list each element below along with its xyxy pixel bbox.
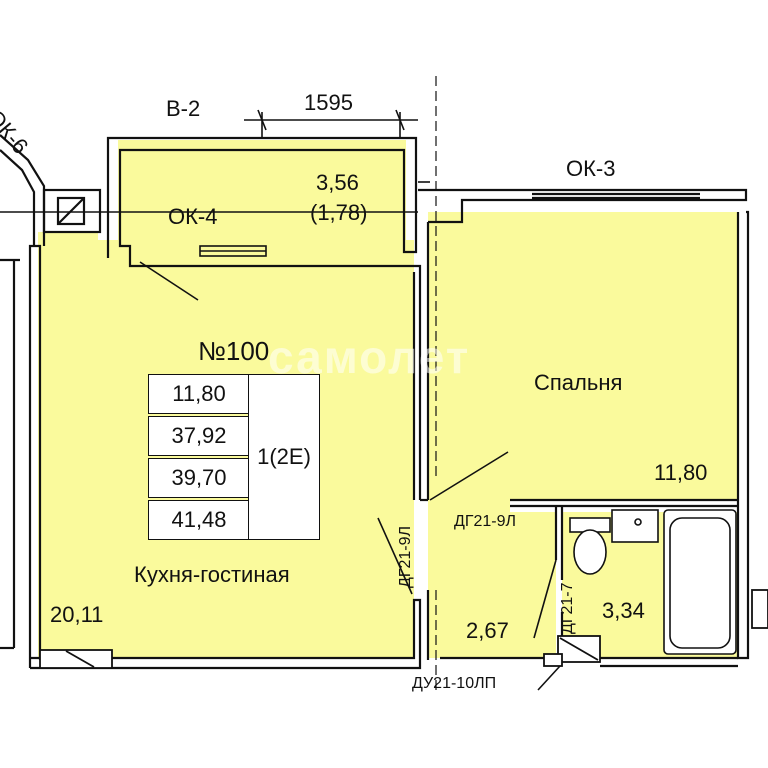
vent-cross xyxy=(57,197,85,225)
door-dg21-7-label: ДГ21-7 xyxy=(559,582,576,634)
rooms-code-cell: 1(2E) xyxy=(248,374,320,540)
doors xyxy=(377,451,561,691)
right-radiator xyxy=(751,589,768,629)
dimension-label: 1595 xyxy=(304,90,353,115)
kitchen-radiator-line xyxy=(65,650,95,668)
door-dg21-9l-label: ДГ21-9Л xyxy=(454,513,517,530)
dimension-line xyxy=(0,109,430,213)
area-cell: 11,80 xyxy=(148,374,250,414)
hallway-area: 2,67 xyxy=(466,618,509,643)
toilet-bowl xyxy=(573,529,607,575)
bedroom-fill xyxy=(428,212,738,658)
door-entry-swing xyxy=(537,665,561,691)
bathroom-area: 3,34 xyxy=(602,598,645,623)
balcony-door-swing xyxy=(139,261,199,301)
balcony-area-label: 3,56 xyxy=(316,170,359,195)
bathtub-inner xyxy=(669,517,731,649)
bedroom-top-wall xyxy=(418,188,748,224)
radiators xyxy=(39,589,768,669)
sink xyxy=(611,509,659,543)
left-strip-fill xyxy=(38,232,98,262)
kitchen-living-name: Кухня-гостиная xyxy=(134,562,290,587)
door-entry-label: ДУ21-10ЛП xyxy=(412,675,497,692)
sink-drain xyxy=(634,518,642,526)
apartment-number: №100 xyxy=(198,336,270,366)
door-hall-swing xyxy=(377,517,413,595)
door-dg21-9l-vertical-label: ДГ21-9Л xyxy=(397,525,414,588)
balcony-fill xyxy=(118,140,406,245)
right-wall xyxy=(736,210,750,660)
hall-radiator-line xyxy=(559,637,599,661)
kitchen-living-area: 20,11 xyxy=(50,602,104,627)
area-cell: 37,92 xyxy=(148,416,250,456)
door-bath-swing xyxy=(533,559,557,639)
window-ok4-label: ОК-4 xyxy=(168,204,218,229)
vent-shaft xyxy=(56,196,86,226)
kitchen-radiator xyxy=(39,649,113,669)
kitchen-bottom-wall xyxy=(30,598,422,670)
left-corner-wall-b xyxy=(0,149,36,246)
balcony-code-label: В-2 xyxy=(166,96,201,121)
window-ok3-label: ОК-3 xyxy=(566,156,616,181)
kitchen-top-wall xyxy=(128,258,422,500)
windows xyxy=(139,245,267,301)
hall-radiator-base xyxy=(543,653,563,667)
plumbing xyxy=(569,509,737,655)
door-bedroom-swing xyxy=(429,451,509,501)
balcony-reduced-area-label: (1,78) xyxy=(310,200,368,225)
area-cell: 41,48 xyxy=(148,500,250,540)
bedroom-name: Спальня xyxy=(534,370,623,395)
vent-block xyxy=(42,188,102,234)
bedroom-area: 11,80 xyxy=(654,460,708,485)
area-cell: 39,70 xyxy=(148,458,250,498)
